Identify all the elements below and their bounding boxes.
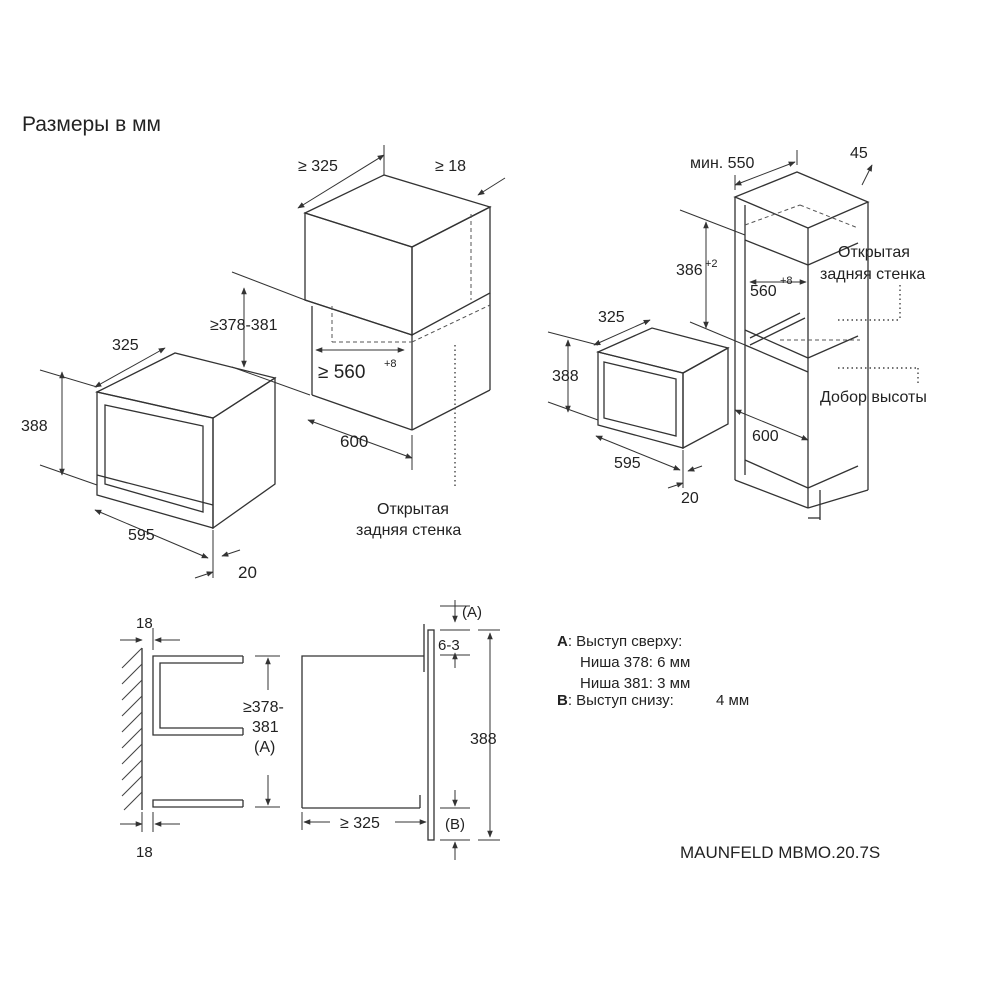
wall-height-label: ≥378-381 — [210, 317, 278, 334]
section-side-top: 18 — [136, 615, 153, 632]
note-a-text: : Выступ сверху: — [568, 633, 682, 650]
tall-rear-gap-label: 45 — [850, 145, 868, 162]
appliance-right-height: 388 — [552, 368, 579, 385]
note-niche-381: Ниша 381: 3 мм — [580, 675, 690, 692]
appliance-left-drawing — [39, 347, 277, 579]
note-b-value: 4 мм — [716, 692, 749, 709]
section-view-drawing — [120, 600, 500, 860]
tall-rear-label-1: Открытая — [838, 244, 910, 261]
section-ref-b: (B) — [445, 816, 465, 833]
note-b-key: B — [557, 692, 568, 709]
wall-width-label: 600 — [340, 432, 368, 451]
wall-opening-tol: +8 — [384, 358, 397, 370]
wall-side-label: ≥ 18 — [435, 158, 466, 175]
section-niche-line-1: ≥378- — [243, 699, 284, 716]
appliance-right-front: 20 — [681, 490, 699, 507]
wall-rear-label-2: задняя стенка — [356, 522, 461, 539]
wall-cabinet-drawing — [231, 145, 506, 488]
tall-width-label: мин. 550 — [690, 155, 754, 172]
wall-depth-label: ≥ 325 — [298, 158, 338, 175]
page-title: Размеры в мм — [22, 113, 161, 136]
appliance-right-drawing — [547, 319, 730, 489]
appliance-right-width: 595 — [614, 455, 641, 472]
section-depth-label: ≥ 325 — [340, 815, 380, 832]
appliance-left-height: 388 — [21, 418, 48, 435]
section-niche-ref: (A) — [254, 739, 275, 756]
tall-rear-label-2: задняя стенка — [820, 266, 925, 283]
tall-opening-label: 560 — [750, 283, 777, 300]
model-label: MAUNFELD MBMO.20.7S — [680, 843, 880, 862]
appliance-left-front: 20 — [238, 563, 257, 582]
tall-height-label: 386 — [676, 262, 703, 279]
wall-rear-label-1: Открытая — [377, 501, 449, 518]
appliance-right-depth: 325 — [598, 309, 625, 326]
section-ref-a: (A) — [462, 604, 482, 621]
tall-opening-tol: +8 — [780, 275, 793, 287]
tall-bottom-width-label: 600 — [752, 428, 779, 445]
section-niche-line-2: 381 — [252, 719, 279, 736]
note-b-line: B: Выступ снизу: — [557, 692, 674, 709]
note-b-text: : Выступ снизу: — [568, 692, 674, 709]
section-side-bottom: 18 — [136, 844, 153, 861]
section-offset-label: 6-3 — [438, 637, 460, 654]
note-a-line: A: Выступ сверху: — [557, 633, 682, 650]
tall-height-tol: +2 — [705, 258, 718, 270]
note-a-key: A — [557, 633, 568, 650]
wall-opening-label: ≥ 560 — [318, 362, 365, 383]
tall-filler-label: Добор высоты — [820, 389, 927, 406]
tall-cabinet-drawing — [679, 150, 919, 520]
note-niche-378: Ниша 378: 6 мм — [580, 654, 690, 671]
section-height-label: 388 — [470, 731, 497, 748]
appliance-left-width: 595 — [128, 527, 155, 544]
appliance-left-depth: 325 — [112, 337, 139, 354]
